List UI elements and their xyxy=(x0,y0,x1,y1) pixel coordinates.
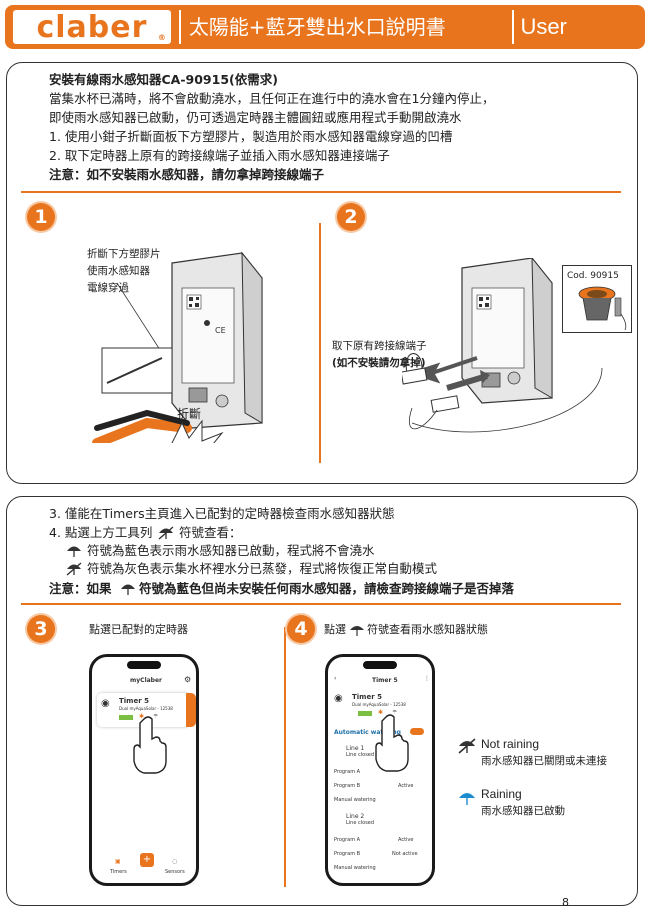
brand-logo: claber ® xyxy=(13,9,171,45)
umbrella-crossed-icon xyxy=(66,562,82,576)
back-icon[interactable]: ‹ xyxy=(334,675,337,682)
manual-watering-row[interactable]: Manual watering xyxy=(334,865,376,871)
break-label: 折斷 xyxy=(177,407,202,421)
umbrella-blue-icon xyxy=(459,793,475,805)
sun-icon: ✱ xyxy=(139,713,145,720)
section2-note-a: 注意：如果 xyxy=(49,581,112,596)
step1-label: 折斷下方塑膠片 xyxy=(87,248,161,260)
line1-status: Line closed xyxy=(346,752,375,758)
umbrella-crossed-icon[interactable]: ☂ xyxy=(392,709,398,716)
tab-timers[interactable]: Timers xyxy=(110,869,127,875)
timer-name: Timer 5 xyxy=(119,697,149,705)
svg-text:CE: CE xyxy=(215,326,226,335)
sensor-inset: Cod. 90915 xyxy=(562,265,632,333)
hand-pointer-icon xyxy=(375,714,409,772)
page-number: 8 xyxy=(562,896,569,909)
timer-avatar-icon: ◉ xyxy=(101,698,110,709)
umbrella-crossed-icon[interactable]: ☂ xyxy=(153,713,159,720)
section2-line: 4. 點選上方工具列 xyxy=(49,525,153,540)
program-b-status: Active xyxy=(398,783,414,789)
section2-note-b: 符號為藍色但尚未安裝任何雨水感知器，請檢查跨接線端子是否掉落 xyxy=(139,581,515,596)
step2-label: (如不安裝請勿拿掉) xyxy=(332,357,426,369)
battery-icon xyxy=(119,715,133,720)
add-button[interactable]: + xyxy=(140,853,154,867)
legend-not-raining-desc: 雨水感知器已關閉或未連接 xyxy=(481,755,607,767)
step4-caption-a: 點選 xyxy=(324,623,346,636)
screen-title: Timer 5 xyxy=(372,677,398,684)
auto-watering-label: Automatic watering xyxy=(334,729,401,736)
legend-raining-desc: 雨水感知器已啟動 xyxy=(481,805,565,817)
umbrella-icon xyxy=(350,626,364,636)
line2-label: Line 2 xyxy=(346,813,365,820)
more-icon[interactable]: ⋮ xyxy=(424,675,430,682)
section1-note: 注意：如不安裝雨水感知器，請勿拿掉跨接線端子 xyxy=(49,167,325,182)
umbrella-crossed-icon xyxy=(458,738,476,754)
legend-raining-title: Raining xyxy=(481,787,522,801)
battery-icon xyxy=(358,711,372,716)
section1-line: 1. 使用小鉗子折斷面板下方塑膠片，製造用於雨水感知器電線穿過的凹槽 xyxy=(49,129,453,144)
phone-timer-detail-screen: ‹ Timer 5 ⋮ ◉ Timer 5 Dual myAquaSolar -… xyxy=(325,654,435,886)
logo-registered-mark: ® xyxy=(157,33,167,42)
sensors-tab-icon: ◌ xyxy=(172,858,178,865)
auto-watering-toggle[interactable] xyxy=(410,728,424,735)
phone-notch xyxy=(363,661,397,669)
card-open-tab[interactable] xyxy=(186,693,196,727)
step-number-1: 1 xyxy=(27,203,55,231)
step-number-3: 3 xyxy=(27,615,55,643)
section1-line: 即使雨水感知器已啟動，仍可透過定時器主體圓鈕或應用程式手動開啟澆水 xyxy=(49,110,462,125)
program-a-row[interactable]: Program A xyxy=(334,837,361,843)
program-b-row[interactable]: Program B xyxy=(334,851,361,857)
page-header: claber ® 太陽能+藍牙雙出水口說明書 User manual xyxy=(5,5,645,73)
tab-sensors[interactable]: Sensors xyxy=(165,869,185,875)
section1-heading: 安裝有線雨水感知器CA-90915(依需求) xyxy=(49,72,278,87)
phone-timers-screen: myClaber ⚙ Timer 5 Dual myAquaSolar - 12… xyxy=(89,654,199,886)
umbrella-icon xyxy=(121,584,135,595)
divider xyxy=(21,191,621,193)
timer-jumper-illustration xyxy=(402,258,603,433)
step3-caption: 點選已配對的定時器 xyxy=(89,623,188,636)
program-b-status: Not active xyxy=(392,851,418,857)
line1-label: Line 1 xyxy=(346,745,365,752)
line2-status: Line closed xyxy=(346,820,375,826)
section1-line: 當集水杯已滿時，將不會啟動澆水，且任何正在進行中的澆水會在1分鐘內停止， xyxy=(49,91,495,106)
section2-sub2: 符號為灰色表示集水杯裡水分已蒸發，程式將恢復正常自動模式 xyxy=(87,561,438,576)
divider xyxy=(21,603,621,605)
hand-pointer-icon xyxy=(133,716,167,774)
rain-sensor-install-panel: 安裝有線雨水感知器CA-90915(依需求) 當集水杯已滿時，將不會啟動澆水，且… xyxy=(6,62,638,484)
timer-break-illustration: CE xyxy=(92,251,263,443)
step4-caption-b: 符號查看雨水感知器狀態 xyxy=(367,623,488,636)
header-title-zh: 太陽能+藍牙雙出水口說明書 xyxy=(178,10,509,44)
section2-sub1: 符號為藍色表示雨水感知器已啟動，程式將不會澆水 xyxy=(87,543,375,558)
logo-text: claber xyxy=(36,9,148,45)
program-b-row[interactable]: Program B xyxy=(334,783,361,789)
program-a-status: Active xyxy=(398,837,414,843)
step1-label: 使雨水感知器 xyxy=(87,265,150,277)
timer-avatar-icon: ◉ xyxy=(334,693,343,704)
section2-line: 符號查看： xyxy=(179,525,242,540)
divider-vertical xyxy=(319,223,321,463)
step-number-2: 2 xyxy=(337,203,365,231)
timer-sub: Dual myAquaSolar - 12538 xyxy=(119,706,173,711)
divider-vertical xyxy=(284,627,286,887)
timer-sub: Dual myAquaSolar - 12538 xyxy=(352,702,406,707)
app-title: myClaber xyxy=(130,677,162,684)
step-number-4: 4 xyxy=(287,615,315,643)
timers-tab-icon: ▣ xyxy=(115,858,121,865)
timer-name: Timer 5 xyxy=(352,693,382,701)
settings-icon[interactable]: ⚙ xyxy=(184,675,192,684)
manual-watering-row[interactable]: Manual watering xyxy=(334,797,376,803)
sensor-code-label: Cod. 90915 xyxy=(567,271,619,281)
rain-sensor-icon xyxy=(578,286,627,330)
section1-line: 2. 取下定時器上原有的跨接線端子並插入雨水感知器連接端子 xyxy=(49,148,390,163)
header-title-en: User manual xyxy=(512,10,645,73)
program-a-row[interactable]: Program A xyxy=(334,769,361,775)
phone-notch xyxy=(127,661,161,669)
section2-line: 3. 僅能在Timers主頁進入已配對的定時器檢查雨水感知器狀態 xyxy=(49,506,395,521)
step2-label: 取下原有跨接線端子 xyxy=(332,340,427,352)
sun-icon: ✱ xyxy=(378,709,384,716)
umbrella-crossed-icon xyxy=(158,526,174,540)
umbrella-icon xyxy=(67,546,81,557)
legend-not-raining-title: Not raining xyxy=(481,737,540,751)
rain-sensor-status-panel: 3. 僅能在Timers主頁進入已配對的定時器檢查雨水感知器狀態 4. 點選上方… xyxy=(6,496,638,906)
